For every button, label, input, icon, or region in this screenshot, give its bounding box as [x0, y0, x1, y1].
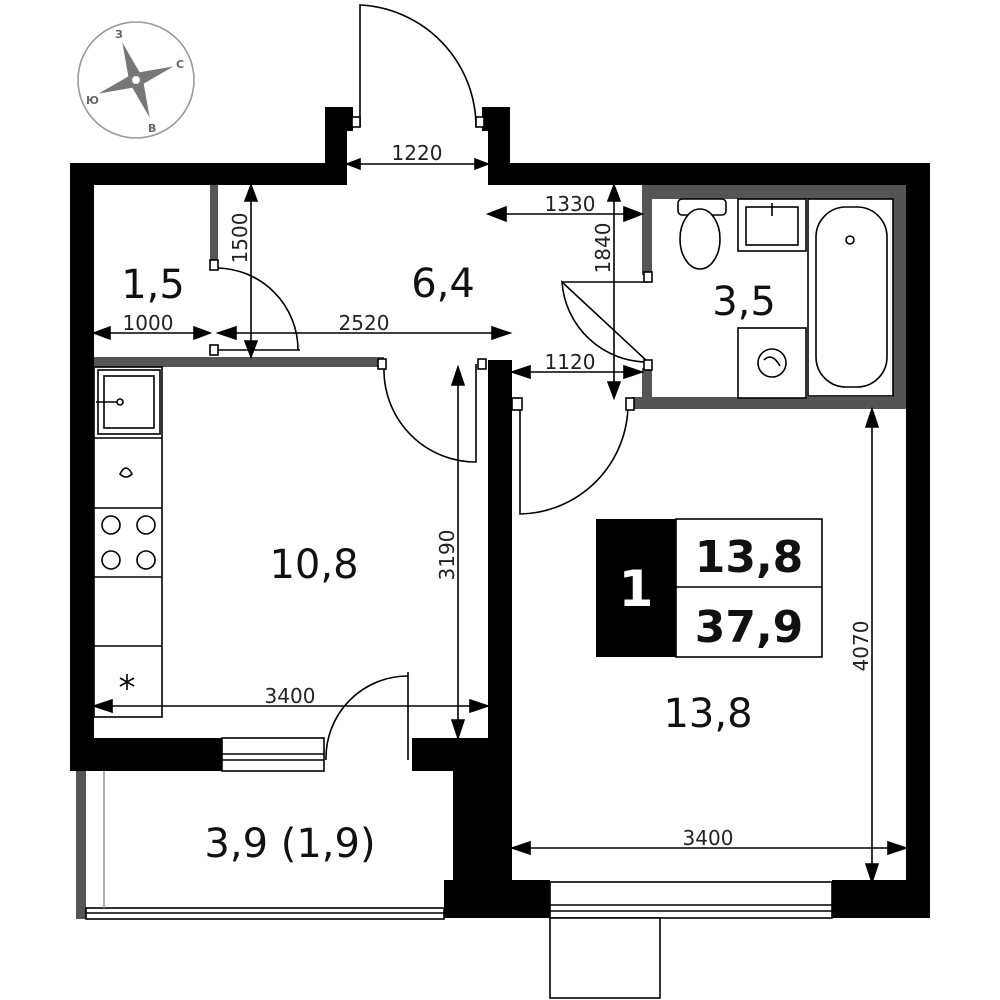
loggia-door — [325, 672, 409, 761]
badge-rooms-box — [596, 519, 676, 657]
doors — [209, 4, 653, 761]
room-storage-area: 1,5 — [121, 262, 185, 308]
drop-icon — [119, 467, 133, 478]
dim-bedroom-width: 3400 — [683, 826, 734, 850]
dim-bath-door-width: 1120 — [545, 350, 596, 374]
kitchen-fixtures — [93, 366, 163, 718]
room-labels: 1,5 6,4 3,5 10,8 13,8 3,9 (1,9) — [121, 261, 776, 867]
room-loggia-area: 3,9 (1,9) — [204, 821, 375, 867]
badge-living-area: 13,8 — [695, 532, 804, 583]
balcony-outer — [549, 917, 661, 999]
windows — [85, 737, 833, 999]
bedroom-door — [519, 403, 629, 515]
room-kitchen-area: 10,8 — [269, 542, 358, 588]
dim-hall-bath-width: 1330 — [545, 192, 596, 216]
dim-kitchen-height: 3190 — [435, 530, 459, 581]
badge-values-box — [675, 518, 823, 658]
bedroom-window — [549, 881, 833, 919]
toilet-icon — [677, 198, 727, 270]
compass-north-label: С — [176, 58, 184, 71]
dim-entrance-width: 1220 — [392, 141, 443, 165]
compass-east-label: В — [148, 122, 156, 135]
room-bathroom-area: 3,5 — [712, 279, 776, 325]
apartment-badge: 1 13,8 37,9 — [596, 518, 823, 658]
compass-west-label: З — [115, 28, 123, 41]
dim-storage-height: 1500 — [228, 213, 252, 264]
entrance-door — [359, 4, 477, 128]
fridge-snowflake-icon — [119, 674, 135, 690]
hob-icon — [101, 515, 156, 570]
room-hall-area: 6,4 — [411, 261, 475, 307]
bathroom-fixtures — [677, 198, 894, 399]
bathroom-door — [561, 280, 649, 363]
compass-south-label: Ю — [86, 94, 99, 107]
walls — [70, 107, 930, 918]
compass: З С Ю В — [77, 21, 195, 139]
dimension-lines — [91, 157, 909, 885]
badge-total-area: 37,9 — [695, 602, 804, 653]
kitchen-door — [383, 364, 477, 463]
dim-storage-width: 1000 — [123, 311, 174, 335]
dim-hall-width: 2520 — [339, 311, 390, 335]
dimension-labels: 1220 1330 1840 1500 1000 2520 1120 3190 … — [123, 140, 873, 850]
partitions — [76, 185, 906, 919]
room-bedroom-area: 13,8 — [663, 691, 752, 737]
compass-rose-icon — [98, 42, 174, 118]
washing-machine — [737, 327, 807, 399]
dim-kitchen-width: 3400 — [265, 684, 316, 708]
dim-bath-height: 1840 — [591, 223, 615, 274]
badge-rooms-count: 1 — [619, 560, 654, 618]
kitchen-sink — [96, 369, 161, 435]
dim-bedroom-height: 4070 — [849, 621, 873, 672]
